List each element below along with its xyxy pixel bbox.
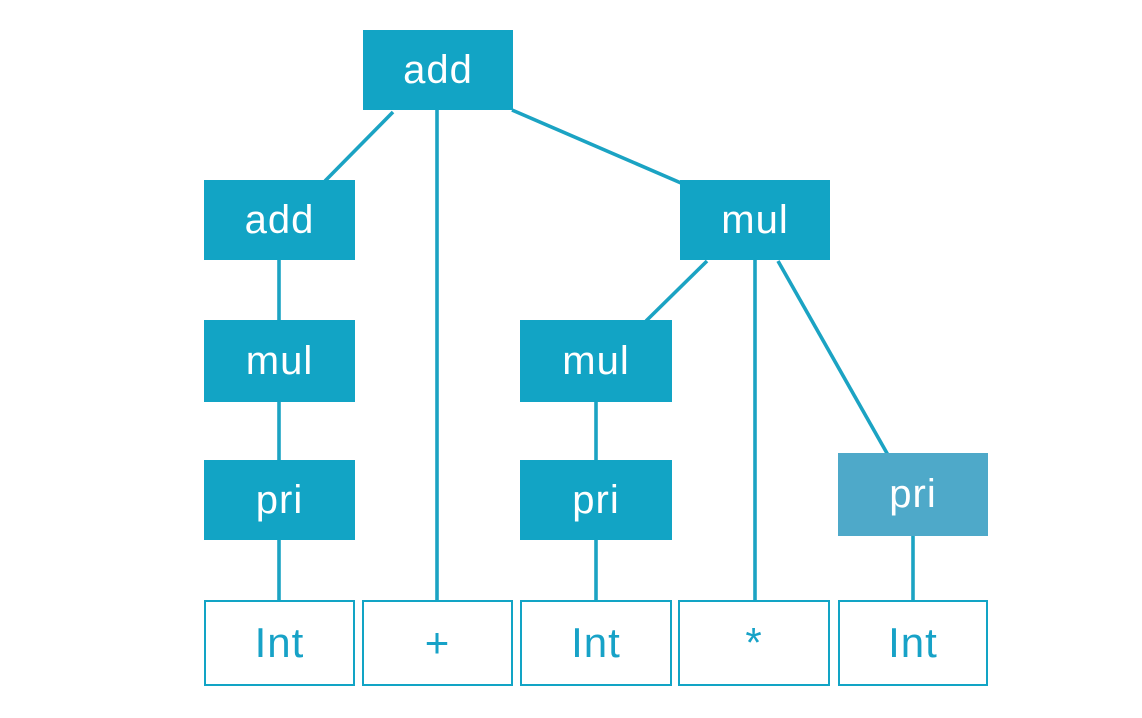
node-label: mul: [721, 197, 789, 242]
tree-node-term-plus: +: [362, 600, 513, 686]
tree-edge-mul-right-to-mul-mid: [644, 259, 709, 323]
tree-node-term-star: *: [678, 600, 830, 686]
tree-node-pri-left: pri: [204, 460, 355, 540]
node-label: pri: [572, 477, 620, 522]
node-label: Int: [254, 619, 305, 666]
node-label: add: [244, 197, 315, 242]
node-label: pri: [889, 472, 937, 516]
tree-node-mul-left: mul: [204, 320, 355, 402]
node-label: *: [745, 619, 763, 666]
node-label: mul: [245, 338, 314, 383]
tree-node-mul-mid: mul: [520, 320, 672, 402]
tree-node-add-left: add: [204, 180, 355, 260]
tree-node-pri-mid: pri: [520, 460, 672, 540]
tree-node-add-root: add: [363, 30, 513, 110]
node-label: Int: [571, 619, 621, 666]
node-label: +: [424, 619, 451, 666]
tree-edge-mul-right-to-pri-right: [776, 260, 890, 456]
node-label: add: [403, 47, 473, 92]
tree-edge-add-root-to-mul-right: [511, 108, 682, 185]
tree-node-pri-right: pri: [838, 453, 988, 536]
tree-node-term-int-1: Int: [204, 600, 355, 686]
tree-node-term-int-2: Int: [520, 600, 672, 686]
tree-node-mul-right: mul: [680, 180, 830, 260]
node-label: pri: [255, 477, 304, 522]
tree-edge-add-root-to-add-left: [323, 110, 395, 183]
node-label: mul: [562, 338, 630, 383]
tree-node-term-int-3: Int: [838, 600, 988, 686]
node-label: Int: [888, 619, 938, 666]
